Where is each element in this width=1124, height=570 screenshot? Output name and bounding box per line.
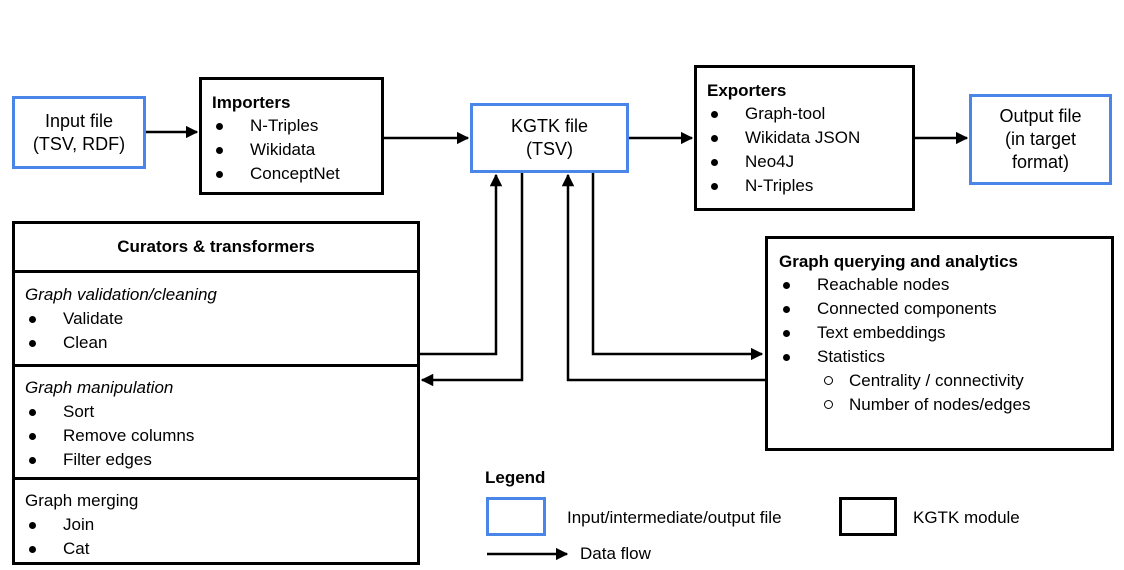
arrow-analytics-to-kgtk: [561, 173, 765, 382]
analytics-title: Graph querying and analytics: [779, 252, 1019, 271]
arrow-kgtk-to-curators: [420, 173, 524, 387]
analytics-item: Connected components: [769, 297, 1111, 321]
input-file-label: Input file: [44, 110, 114, 131]
manipulation-item: Filter edges: [15, 448, 417, 472]
analytics-sub-item: Centrality / connectivity: [769, 369, 1111, 393]
merging-item: Join: [15, 513, 417, 537]
merging-item: Cat: [15, 537, 417, 561]
manipulation-section: Graph manipulation Sort Remove columns F…: [15, 367, 417, 480]
exporter-item: Graph-tool: [697, 102, 912, 126]
legend-module-label: KGTK module: [913, 508, 1020, 527]
output-file-label: Output file: [999, 106, 1082, 126]
arrow-kgtk-to-analytics: [591, 173, 764, 361]
manipulation-item: Remove columns: [15, 424, 417, 448]
validation-item: Clean: [15, 331, 417, 355]
analytics-item: Text embeddings: [769, 321, 1111, 345]
validation-title: Graph validation/cleaning: [25, 285, 217, 304]
analytics-item: Reachable nodes: [769, 273, 1111, 297]
output-file-format-line2: format): [1011, 152, 1069, 172]
analytics-box: Graph querying and analytics Reachable n…: [765, 236, 1114, 451]
manipulation-item: Sort: [15, 400, 417, 424]
exporter-item: Wikidata JSON: [697, 126, 912, 150]
legend-file-label: Input/intermediate/output file: [567, 508, 782, 527]
curators-title: Curators & transformers: [117, 237, 315, 256]
output-file-box: Output file (in target format): [969, 94, 1112, 185]
kgtk-file-box: KGTK file (TSV): [470, 103, 629, 173]
exporter-item: Neo4J: [697, 150, 912, 174]
merging-section: Graph merging Join Cat: [15, 480, 417, 561]
kgtk-file-label: KGTK file: [510, 116, 589, 136]
arrow-curators-to-kgtk: [420, 173, 503, 356]
manipulation-title: Graph manipulation: [25, 378, 174, 397]
analytics-item: Statistics: [769, 345, 1111, 369]
exporters-title: Exporters: [707, 81, 787, 100]
analytics-sub-item: Number of nodes/edges: [769, 393, 1111, 417]
kgtk-file-format: (TSV): [526, 139, 573, 159]
exporter-item: N-Triples: [697, 174, 912, 198]
validation-section: Graph validation/cleaning Validate Clean: [15, 273, 417, 367]
legend-module-swatch: [839, 497, 897, 536]
exporters-box: Exporters Graph-tool Wikidata JSON Neo4J…: [694, 65, 915, 211]
validation-item: Validate: [15, 307, 417, 331]
importers-box: Importers N-Triples Wikidata ConceptNet: [199, 77, 384, 195]
output-file-format-line1: (in target: [1004, 129, 1077, 149]
importer-item: Wikidata: [202, 138, 381, 162]
curators-header: Curators & transformers: [15, 224, 417, 273]
legend-title: Legend: [485, 468, 546, 487]
legend-flow-label: Data flow: [580, 544, 651, 563]
importer-item: ConceptNet: [202, 162, 381, 186]
importer-item: N-Triples: [202, 114, 381, 138]
input-file-box: Input file (TSV, RDF): [12, 96, 146, 169]
curators-box: Curators & transformers Graph validation…: [12, 221, 420, 565]
legend-file-swatch: [486, 497, 546, 536]
importers-title: Importers: [212, 93, 291, 112]
merging-title: Graph merging: [25, 491, 139, 510]
input-file-format: (TSV, RDF): [32, 133, 126, 154]
